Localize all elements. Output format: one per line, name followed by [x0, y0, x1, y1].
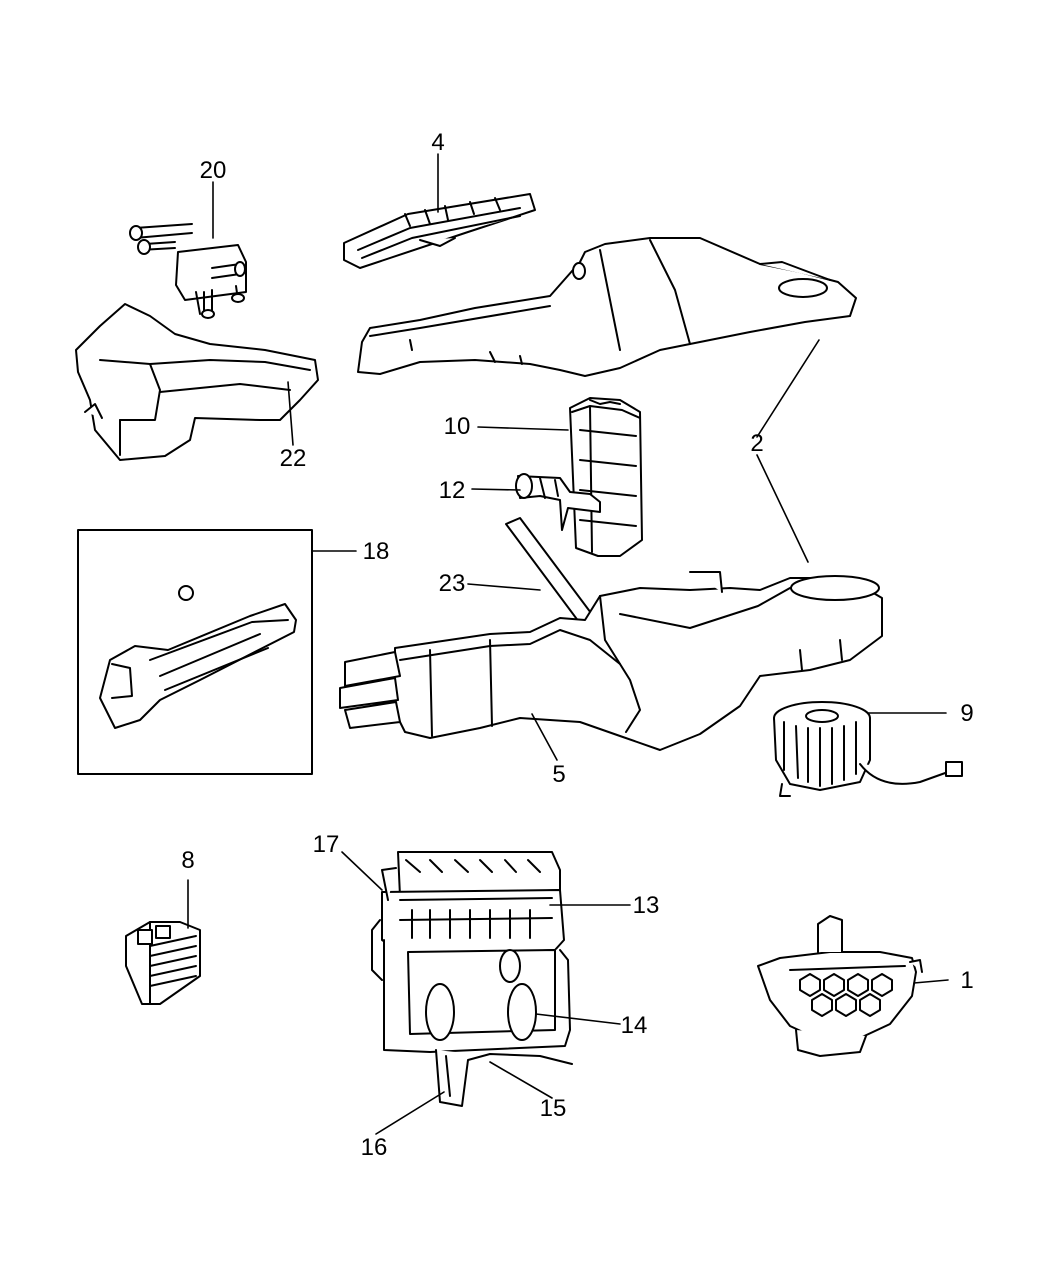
evaporator-core-part-10[interactable] — [570, 398, 642, 556]
callout-8: 8 — [181, 847, 194, 874]
leader-lines — [187, 153, 949, 1135]
callout-17: 17 — [313, 831, 340, 858]
leader-5 — [531, 713, 558, 761]
leader-2a — [756, 339, 820, 438]
callout-14: 14 — [621, 1012, 648, 1039]
callout-20: 20 — [200, 157, 227, 184]
cabin-filter-part-18[interactable] — [100, 586, 296, 728]
outlet-grille-part-4[interactable] — [344, 194, 535, 268]
callout-15: 15 — [540, 1095, 567, 1122]
callout-23: 23 — [439, 570, 466, 597]
callout-1: 1 — [960, 967, 973, 994]
leader-2b — [756, 454, 809, 563]
duct-part-22[interactable] — [76, 304, 318, 460]
leader-16 — [375, 1091, 445, 1135]
blower-resistor-part-8[interactable] — [126, 922, 200, 1004]
callout-numbers: 20 4 2 10 12 22 18 23 5 9 17 8 13 1 14 1… — [181, 129, 973, 1161]
housing-lower-part-2[interactable] — [340, 572, 882, 750]
callout-4: 4 — [431, 129, 444, 156]
leader-12 — [471, 488, 521, 491]
leader-14 — [535, 1013, 621, 1025]
callout-10: 10 — [444, 413, 471, 440]
callout-16: 16 — [361, 1134, 388, 1161]
callout-13: 13 — [633, 892, 660, 919]
callout-2: 2 — [750, 430, 763, 457]
heater-core-part-20[interactable] — [130, 224, 246, 318]
leader-10 — [477, 426, 569, 431]
leader-17 — [341, 851, 383, 891]
tube-part-12[interactable] — [516, 474, 600, 530]
housing-upper-part-2[interactable] — [358, 238, 856, 376]
callout-12: 12 — [439, 477, 466, 504]
hvac-module-parts-13-17[interactable] — [372, 852, 572, 1106]
leader-1 — [913, 979, 949, 984]
leader-15 — [489, 1061, 553, 1099]
callout-5: 5 — [552, 761, 565, 788]
callout-9: 9 — [960, 700, 973, 727]
filter-kit-box — [77, 529, 313, 775]
callout-22: 22 — [280, 445, 307, 472]
blower-motor-part-9[interactable] — [774, 702, 962, 796]
leader-23 — [467, 583, 541, 591]
leader-22 — [287, 381, 294, 446]
blower-housing-part-1[interactable] — [758, 916, 922, 1056]
callout-18: 18 — [363, 538, 390, 565]
